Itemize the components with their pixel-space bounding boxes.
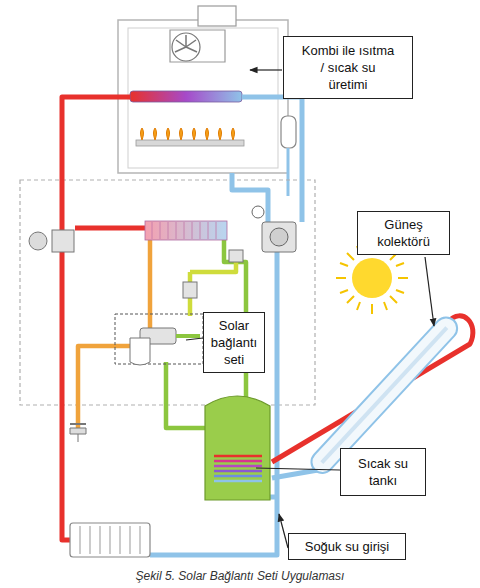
burner-flames <box>141 128 235 140</box>
faucet-symbol <box>70 428 86 442</box>
faucet-symbol <box>70 423 86 425</box>
return-pipe <box>150 250 277 555</box>
hot-water-tank <box>214 475 262 478</box>
solar-kit-outline <box>115 314 203 364</box>
hot-water-pipe <box>78 240 150 428</box>
leader-line <box>186 70 434 548</box>
radiator-symbol <box>80 526 140 554</box>
return-pipe <box>232 173 268 222</box>
small-valve <box>183 282 197 298</box>
callout-box: Kombi ile ısıtma / sıcak su üretimi <box>283 36 413 99</box>
callout-box: Soğuk su girişi <box>288 533 406 560</box>
pump-group <box>252 206 264 218</box>
plate-heat-exchanger <box>152 222 216 239</box>
hot-water-tank <box>205 396 270 500</box>
heat-exchanger <box>130 91 242 102</box>
burner-flames <box>136 128 244 146</box>
radiator-symbol <box>70 523 150 557</box>
hot-water-tank <box>214 470 262 473</box>
callout-label: Güneş kolektörü <box>363 216 444 250</box>
hot-water-tank <box>214 480 262 483</box>
three-way-valve <box>52 230 74 252</box>
callout-box: Solar bağlantı seti <box>203 312 265 373</box>
plate-heat-exchanger <box>145 221 227 240</box>
boiler-casing <box>118 6 288 173</box>
pump-group <box>252 206 296 252</box>
callout-label: Soğuk su girişi <box>293 538 401 555</box>
hot-water-tank <box>214 465 262 468</box>
leader-line <box>186 338 203 340</box>
small-valve <box>183 250 243 298</box>
callout-label: Solar bağlantı seti <box>208 317 260 368</box>
figure-caption: Şekil 5. Solar Bağlantı Seti Uygulaması <box>0 569 480 583</box>
hot-water-pipe <box>148 240 153 336</box>
expansion-vessel <box>281 116 296 148</box>
radiator-symbol <box>70 523 150 557</box>
preheated-water-pipe <box>166 362 206 428</box>
solar-collector <box>322 328 447 463</box>
small-valve <box>229 250 243 262</box>
leader-line <box>425 257 434 326</box>
fan-symbol <box>172 33 200 61</box>
sun-symbol <box>352 258 392 298</box>
expansion-vessel <box>281 116 296 196</box>
solar-return-pipe <box>272 470 318 478</box>
fan-symbol <box>172 33 200 61</box>
return-pipe <box>150 97 302 555</box>
burner-flames <box>136 140 244 146</box>
callout-label: Sıcak su tankı <box>345 455 421 489</box>
heating-flow-pipe <box>62 97 130 540</box>
callout-box: Sıcak su tankı <box>340 448 426 496</box>
pump-group <box>270 228 288 246</box>
hot-water-pipe <box>78 346 134 428</box>
boiler-casing <box>198 6 236 26</box>
callout-box: Güneş kolektörü <box>357 211 450 255</box>
solar-kit-outline <box>130 338 150 365</box>
plate-heat-exchanger <box>145 221 227 240</box>
expansion-vessel <box>287 148 290 196</box>
boiler-casing <box>170 30 225 62</box>
solar-kit-outline <box>176 334 200 338</box>
hot-water-tank <box>214 455 262 458</box>
return-pipe <box>242 97 302 222</box>
heating-flow-pipe <box>62 97 146 540</box>
three-way-valve <box>29 232 47 250</box>
leader-line <box>250 69 282 70</box>
heat-exchanger <box>130 91 242 102</box>
pump-group <box>262 222 296 252</box>
return-pipe <box>270 495 277 500</box>
hot-water-tank <box>205 396 270 500</box>
heating-flow-pipe <box>75 226 146 231</box>
hot-water-tank <box>214 460 262 463</box>
callout-label: Kombi ile ısıtma / sıcak su üretimi <box>301 42 395 93</box>
faucet-symbol <box>70 424 86 442</box>
leader-line <box>256 468 340 470</box>
solar-kit-outline <box>115 314 203 365</box>
three-way-valve <box>29 230 74 252</box>
leader-line <box>279 514 288 548</box>
solar-return-pipe <box>272 470 318 478</box>
fan-symbol <box>175 35 197 52</box>
